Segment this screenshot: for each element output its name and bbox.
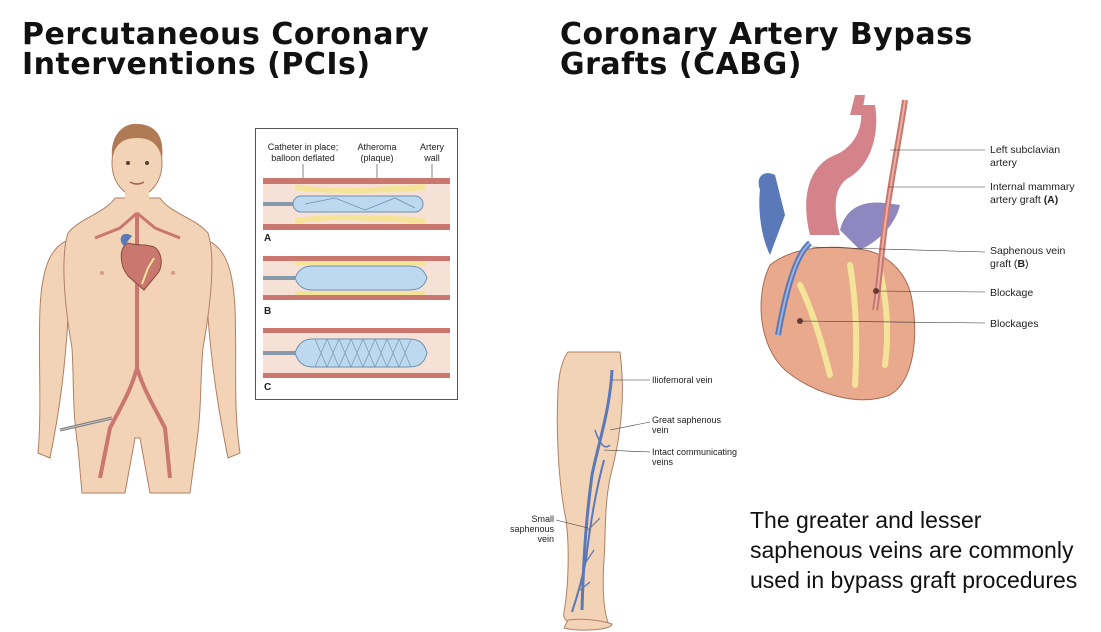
label-iliofemoral-vein: Iliofemoral vein [652, 375, 713, 385]
pci-title-line-2: Interventions (PCIs) [22, 47, 371, 82]
label-internal-mammary-line-2: artery graft (A) [990, 194, 1058, 206]
label-artery-wall-line-2: wall [423, 153, 440, 163]
label-atheroma-line-2: (plaque) [360, 153, 393, 163]
pci-title: Percutaneous Coronary Interventions (PCI… [22, 20, 429, 80]
label-catheter-line-1: Catheter in place; [268, 142, 339, 152]
label-blockage: Blockage [990, 287, 1033, 299]
label-left-subclavian-line-1: Left subclavian [990, 144, 1060, 156]
label-small-saphenous-line-3: vein [537, 534, 554, 544]
label-internal-mammary-line-1: Internal mammary [990, 181, 1075, 193]
label-communicating-line-1: Intact communicating [652, 447, 737, 457]
step-label-b: B [264, 306, 271, 317]
label-small-saphenous-line-2: saphenous [510, 524, 555, 534]
vessel-stage-a: A [263, 178, 450, 244]
vessel-stage-c: C [263, 328, 450, 393]
step-label-c: C [264, 382, 271, 393]
label-small-saphenous-line-1: Small [531, 514, 554, 524]
cabg-title-line-1: Coronary Artery Bypass [560, 17, 973, 52]
label-saphenous-graft-line-1: Saphenous vein [990, 245, 1065, 257]
cabg-title: Coronary Artery Bypass Grafts (CABG) [560, 20, 973, 80]
leg-illustration: Iliofemoral vein Great saphenous vein In… [510, 351, 737, 631]
caption-text: The greater and lesser saphenous veins a… [750, 507, 1078, 593]
label-left-subclavian-line-2: artery [990, 157, 1018, 169]
pci-balloon-panel: Catheter in place; balloon deflated Athe… [255, 128, 458, 400]
pci-title-line-1: Percutaneous Coronary [22, 17, 430, 52]
vessel-stage-b: B [263, 256, 450, 317]
body-illustration [37, 123, 241, 494]
label-catheter-line-2: balloon deflated [271, 153, 335, 163]
label-artery-wall-line-1: Artery [420, 142, 445, 152]
step-label-a: A [264, 233, 271, 244]
label-communicating-line-2: veins [652, 457, 674, 467]
label-great-saphenous-line-1: Great saphenous [652, 415, 722, 425]
label-saphenous-graft-line-2: graft (B) [990, 258, 1029, 270]
label-blockages: Blockages [990, 318, 1038, 330]
label-great-saphenous-line-2: vein [652, 425, 669, 435]
label-atheroma-line-1: Atheroma [357, 142, 396, 152]
cabg-title-line-2: Grafts (CABG) [560, 47, 803, 82]
heart-illustration: Left subclavian artery Internal mammary … [758, 95, 1075, 401]
